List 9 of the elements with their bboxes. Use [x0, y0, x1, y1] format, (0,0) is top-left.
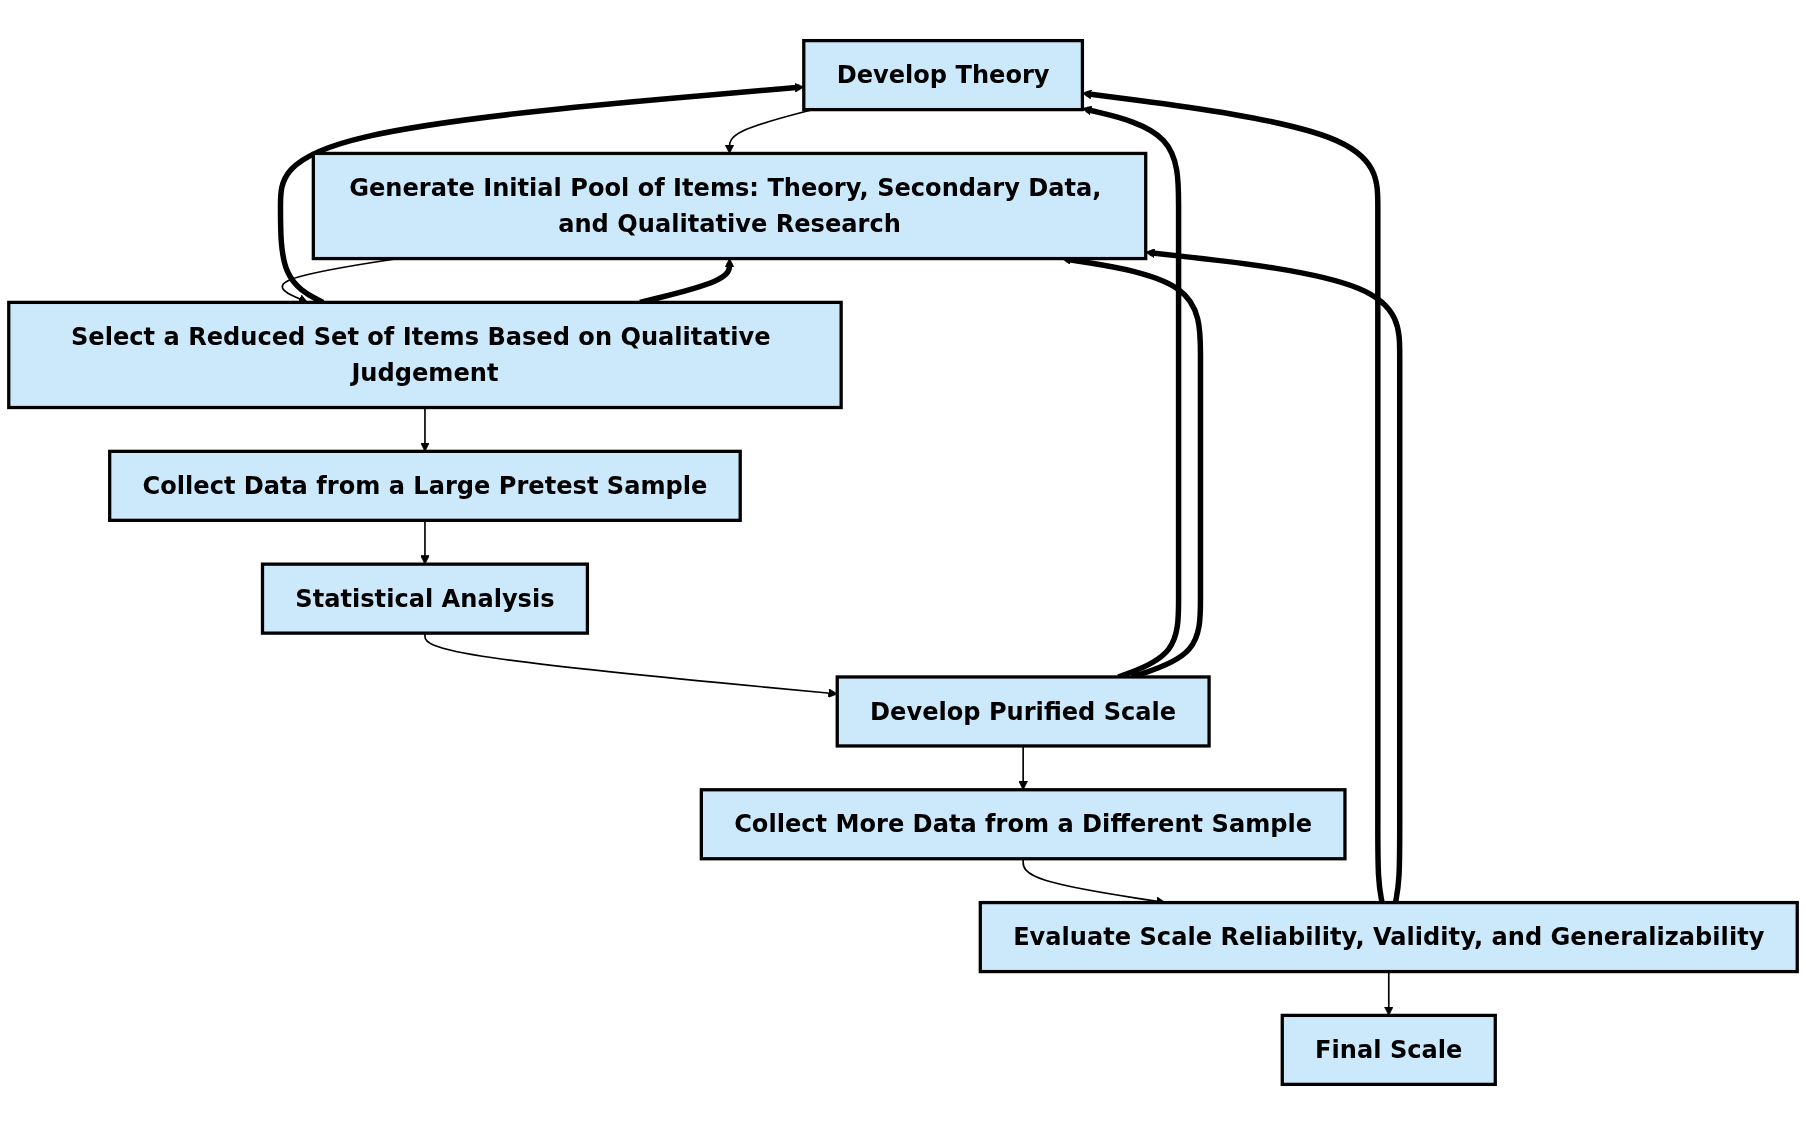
node-box: Develop Purified Scale — [835, 675, 1211, 748]
node-box: Evaluate Scale Reliability, Validity, and Generalizability — [978, 900, 1799, 974]
node-box: Statistical Analysis — [260, 562, 590, 635]
node-box: Develop Theory — [802, 38, 1085, 112]
node-box: Generate Initial Pool of Items: Theory, Secondary Data, and Qualitative Research — [311, 151, 1148, 261]
node-box: Collect Data from a Large Pretest Sample — [108, 449, 742, 522]
node-box: Final Scale — [1280, 1013, 1497, 1087]
node-box: Select a Reduced Set of Items Based on Qualitative Judgement — [7, 300, 843, 410]
node-box: Collect More Data from a Different Sample — [699, 788, 1347, 861]
